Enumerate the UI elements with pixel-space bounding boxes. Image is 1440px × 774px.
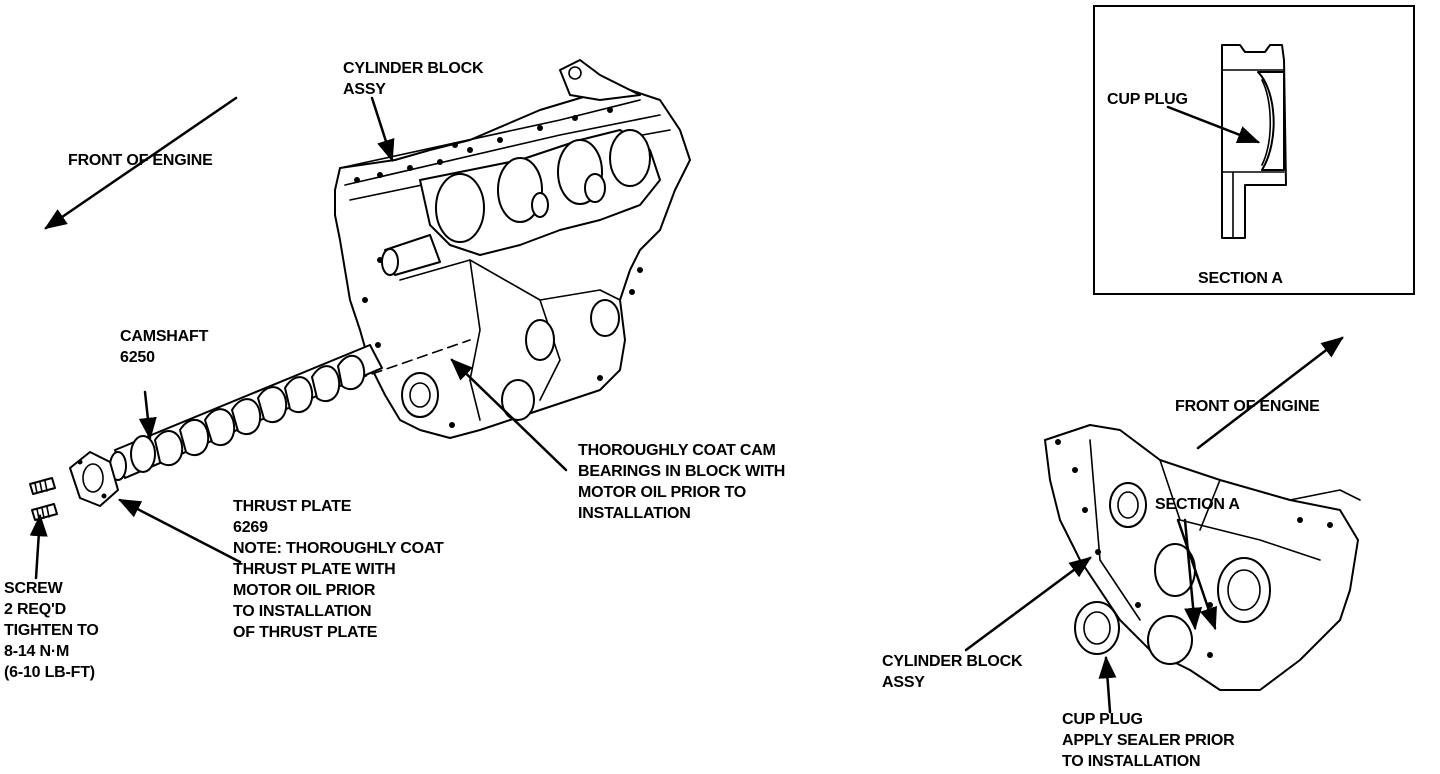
- section-a-callout-label: SECTION A: [1155, 496, 1240, 513]
- engine-block-drawing: [334, 59, 691, 439]
- front-of-engine-label-left: FRONT OF ENGINE: [68, 152, 213, 169]
- cylinder-block-label-bottom: CYLINDER BLOCK ASSY: [882, 653, 1023, 691]
- inset-section-a-caption: SECTION A: [1198, 270, 1283, 287]
- section-a-inset-frame: [1093, 5, 1415, 295]
- coat-cam-bearings-note: THOROUGHLY COAT CAM BEARINGS IN BLOCK WI…: [578, 442, 786, 522]
- front-direction-arrow-left: [44, 96, 238, 230]
- rear-block-drawing: [1044, 424, 1361, 691]
- leader-lines-left: [29, 96, 568, 580]
- front-of-engine-label-right: FRONT OF ENGINE: [1175, 398, 1320, 415]
- screws-drawing: [29, 477, 58, 521]
- screw-label: SCREW 2 REQ'D TIGHTEN TO 8-14 N·m (6-10 …: [4, 580, 99, 681]
- inset-cup-plug-label: CUP PLUG: [1107, 91, 1188, 108]
- camshaft-drawing: [99, 339, 471, 481]
- cylinder-block-label-top: CYLINDER BLOCK ASSY: [343, 60, 484, 98]
- thrust-plate-drawing: [69, 451, 119, 507]
- thrust-plate-label: THRUST PLATE 6269 NOTE: THOROUGHLY COAT …: [233, 498, 444, 641]
- leader-lines-right: [964, 518, 1217, 714]
- front-direction-arrow-right: [1196, 336, 1344, 450]
- section-a-inset-drawing: [1166, 44, 1287, 239]
- cup-plug-sealer-label: CUP PLUG APPLY SEALER PRIOR TO INSTALLAT…: [1062, 711, 1235, 770]
- camshaft-label: CAMSHAFT 6250: [120, 328, 209, 366]
